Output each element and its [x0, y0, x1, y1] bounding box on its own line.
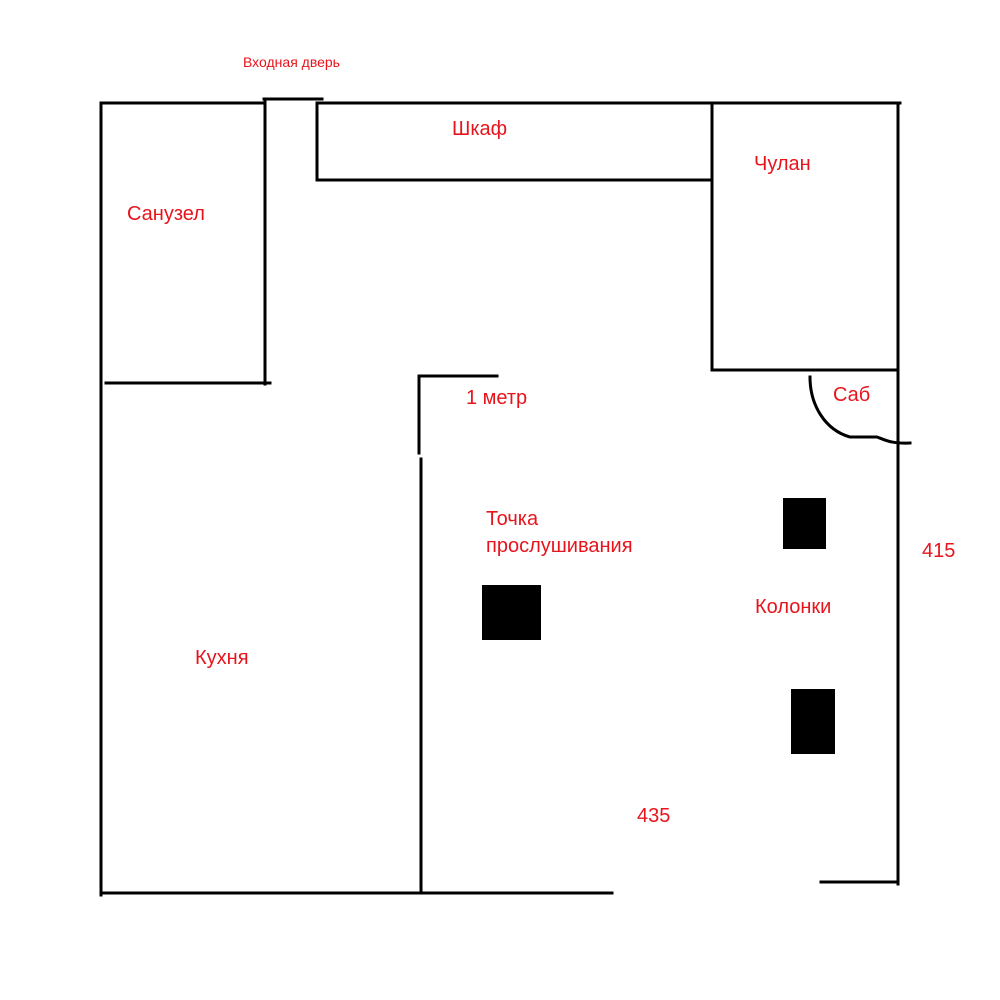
height-dimension-label: 415 — [922, 540, 956, 562]
width-dimension-label: 435 — [637, 805, 671, 827]
sub-label: Саб — [833, 384, 871, 406]
meter-label: 1 метр — [466, 387, 528, 409]
entrance-door-label: Входная дверь — [243, 54, 340, 70]
kitchen-label: Кухня — [195, 647, 249, 669]
closet-label: Шкаф — [452, 118, 508, 140]
sub-door-arc — [808, 375, 912, 445]
listening-point-marker — [482, 585, 541, 640]
speaker-top — [783, 498, 826, 549]
storage-label: Чулан — [754, 153, 811, 175]
listening-point-label-line1: Точка — [486, 508, 539, 530]
speakers-label: Колонки — [755, 596, 832, 618]
speaker-bottom — [791, 689, 835, 754]
bathroom-label: Санузел — [127, 203, 205, 225]
listening-point-label-line2: прослушивания — [486, 535, 633, 557]
